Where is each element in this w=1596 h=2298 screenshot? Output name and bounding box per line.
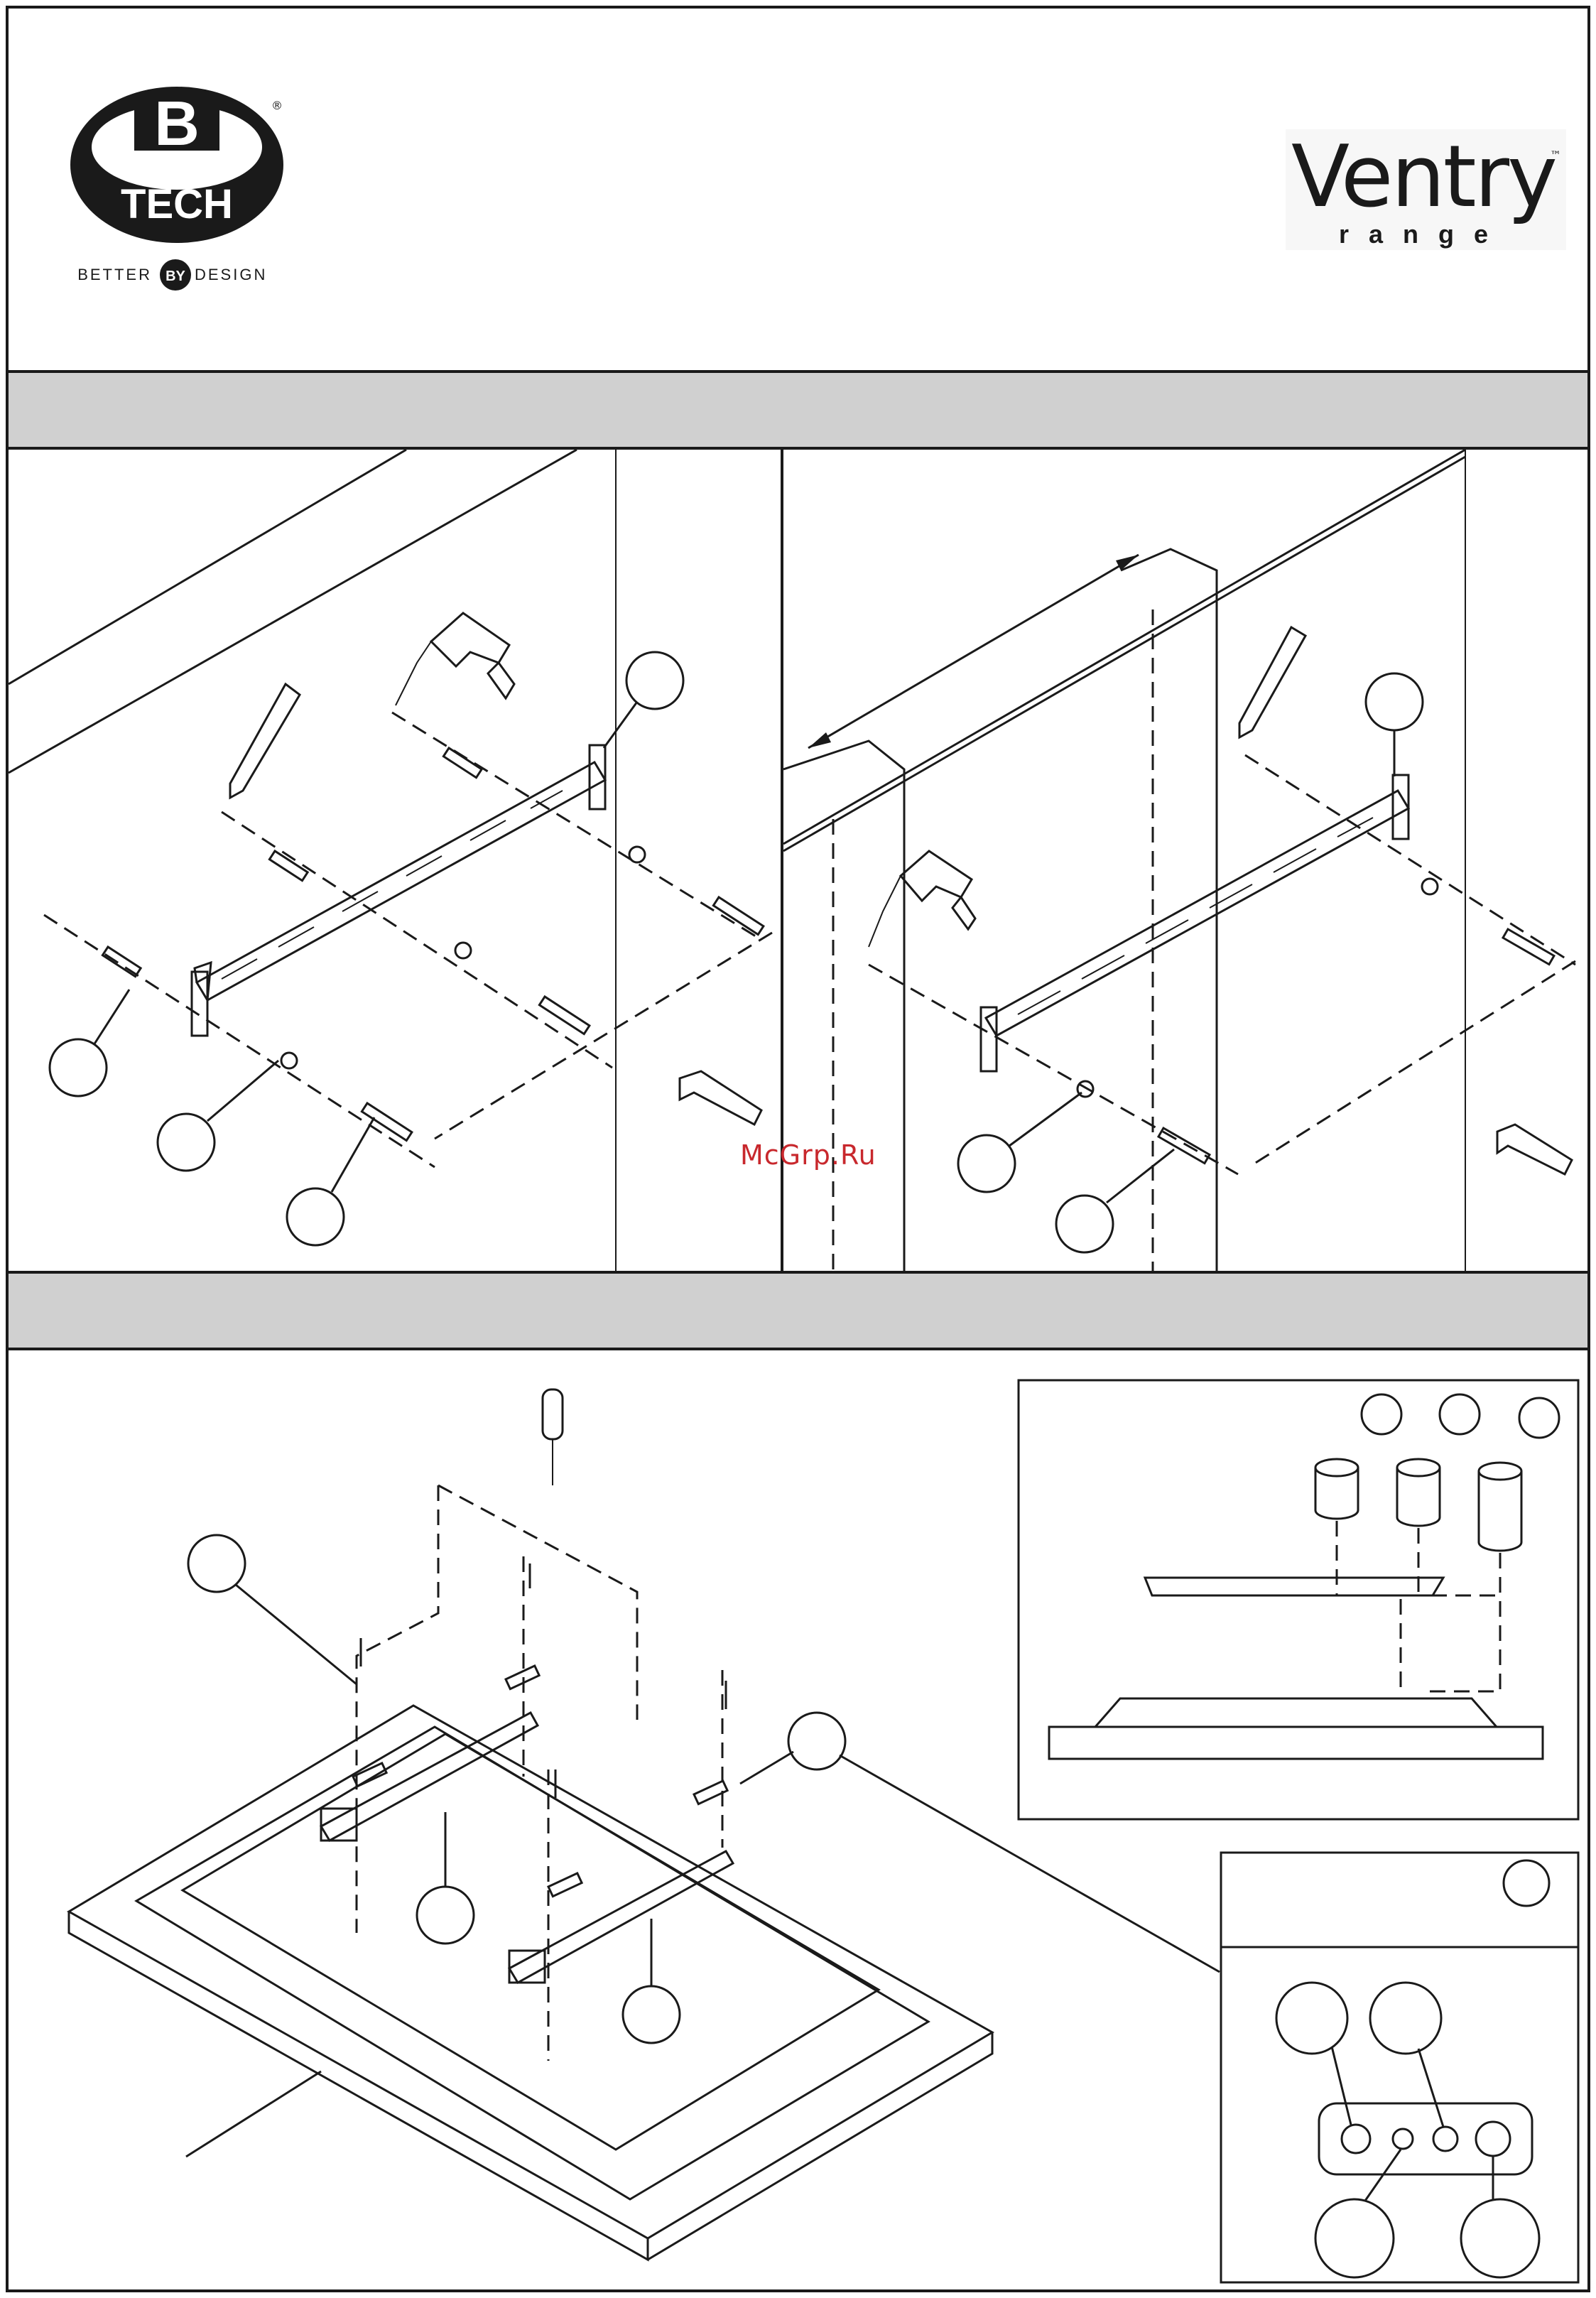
callout-circle	[626, 652, 683, 709]
spacer-inset	[1017, 1379, 1582, 1823]
screwdriver-icon	[543, 1389, 563, 1485]
solid-wall-panel	[9, 450, 781, 1271]
callout-circle	[623, 1986, 680, 2043]
ventry-tm: ™	[1550, 148, 1561, 162]
tagline-left: BETTER	[77, 266, 152, 283]
callout-circle	[188, 1535, 245, 1592]
tv-assembly-panel	[9, 1350, 1587, 2289]
callout-circle	[1440, 1394, 1480, 1434]
mounting-arm	[321, 1713, 733, 1983]
washer	[1077, 879, 1438, 1097]
step-band-1	[9, 370, 1587, 450]
callout-circle	[1461, 2199, 1539, 2277]
callout-circle	[1276, 1983, 1347, 2054]
ventry-name: Ventry	[1291, 129, 1556, 227]
logo-letter: B	[154, 88, 200, 158]
screw	[361, 1563, 726, 1798]
ventry-sub: range	[1339, 219, 1508, 249]
watermark-text: McGrp.Ru	[740, 1139, 876, 1171]
callout-circle	[1519, 1398, 1559, 1438]
wrench-icon	[680, 1071, 761, 1124]
hole-pattern-inset	[1220, 1851, 1582, 2286]
washer	[281, 847, 645, 1068]
ventry-logo: Ventry ™ range	[1286, 129, 1570, 257]
spacer-long	[1479, 1463, 1521, 1551]
drill-icon	[869, 851, 975, 947]
btech-logo: B TECH ® BETTER BY DESIGN	[67, 80, 287, 293]
callout-circle	[1315, 2199, 1394, 2277]
callout-circle	[1362, 1394, 1401, 1434]
callout-circle	[1370, 1983, 1441, 2054]
callout-circle	[50, 1039, 107, 1096]
drill-icon	[396, 613, 514, 705]
wall-plug	[102, 748, 482, 977]
step-band-2	[9, 1271, 1587, 1350]
spacer-short	[1315, 1459, 1358, 1519]
wall-bracket	[981, 775, 1408, 1071]
callout-circle	[1056, 1196, 1113, 1252]
lag-bolt	[1158, 929, 1554, 1164]
pencil-icon	[230, 684, 300, 798]
page-frame: B TECH ® BETTER BY DESIGN Ventry ™ range	[6, 6, 1590, 2292]
lag-bolt	[362, 897, 764, 1141]
tagline-mid: BY	[165, 269, 185, 284]
header: B TECH ® BETTER BY DESIGN Ventry ™ range	[9, 9, 1587, 370]
registered-mark: ®	[271, 99, 283, 112]
stud-wall-panel	[781, 450, 1587, 1271]
spacer-plate	[353, 1666, 727, 1897]
pencil-icon	[1239, 627, 1305, 737]
callout-circle	[417, 1887, 474, 1944]
callout-circle	[158, 1114, 215, 1171]
wrench-icon	[1497, 1124, 1572, 1174]
logo-word: TECH	[121, 181, 233, 227]
callout-circle	[1366, 673, 1423, 730]
spacer-medium	[1397, 1459, 1440, 1526]
callout-circle	[788, 1713, 845, 1769]
wall-bracket	[192, 745, 605, 1036]
callout-circle	[1504, 1860, 1549, 1906]
callout-circle	[287, 1188, 344, 1245]
tagline-right: DESIGN	[195, 266, 267, 283]
callout-circle	[958, 1135, 1015, 1192]
